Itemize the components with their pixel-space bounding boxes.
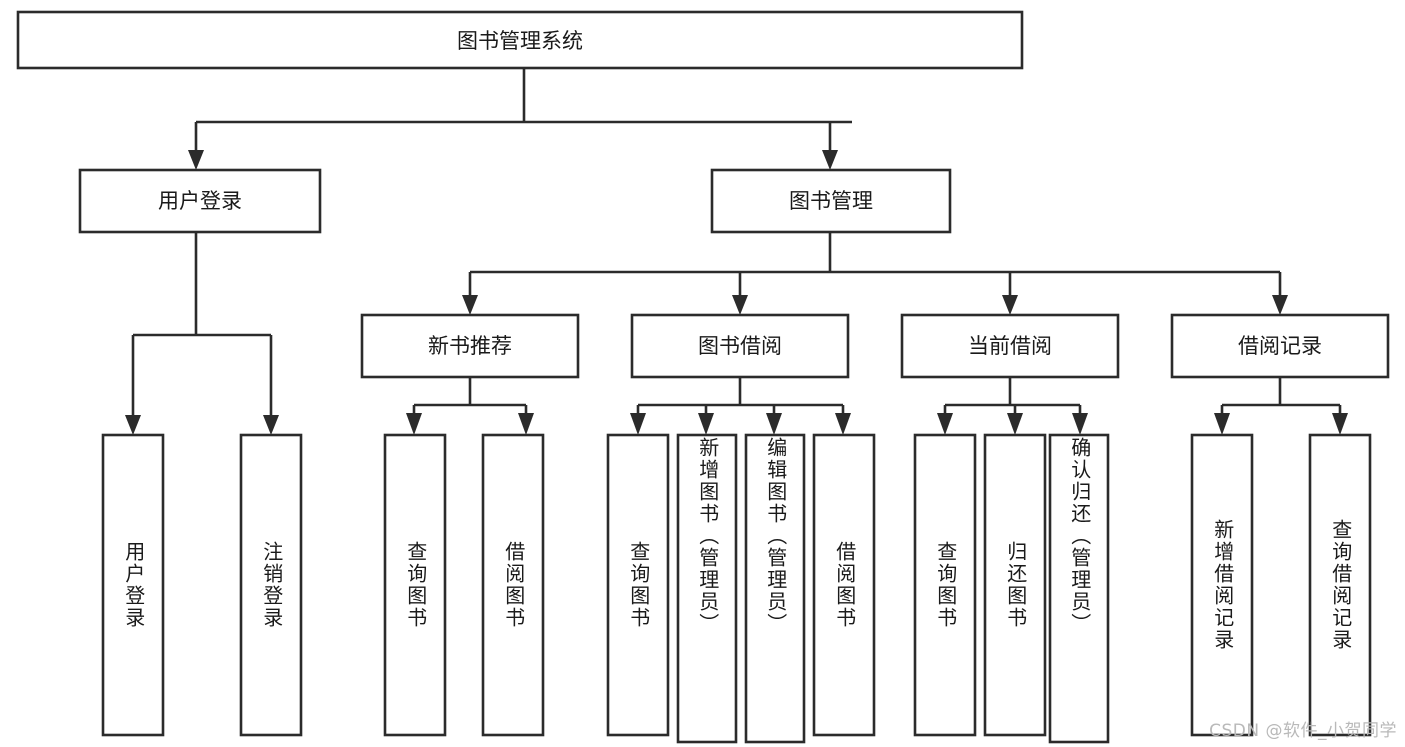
arrow-head-borrow-record-leaf-1 — [1214, 413, 1230, 435]
node-label-borrow-record: 借阅记录 — [1238, 334, 1322, 358]
connector-group-root — [188, 68, 852, 170]
node-label-book-management: 图书管理 — [789, 189, 873, 213]
arrow-head-new-book-leaf-2 — [518, 413, 534, 435]
arrow-head-book-borrow-leaf-1 — [630, 413, 646, 435]
leaf-box-user-login-1[interactable] — [101, 433, 165, 737]
arrow-head-book-borrow-leaf-2 — [698, 413, 714, 435]
leaf-box-book-borrow-4[interactable] — [812, 433, 876, 737]
node-label-new-book-recommend: 新书推荐 — [428, 334, 512, 358]
arrow-head-book-borrow — [732, 295, 748, 315]
connector-group-user-login — [125, 232, 279, 435]
node-box-current-borrow[interactable] — [900, 313, 1120, 379]
arrow-head-new-book-leaf-1 — [406, 413, 422, 435]
arrow-head-user-login-leaf-1 — [125, 415, 141, 435]
arrow-head-user-login-leaf-2 — [263, 415, 279, 435]
connector-group-current-borrow — [937, 377, 1088, 435]
node-label-root: 图书管理系统 — [457, 29, 583, 53]
node-box-book-borrow[interactable] — [630, 313, 850, 379]
leaf-box-book-borrow-1[interactable] — [606, 433, 670, 737]
connector-group-new-book — [406, 377, 534, 435]
connector-group-book-borrow — [630, 377, 851, 435]
leaf-box-user-login-2[interactable] — [239, 433, 303, 737]
arrow-head-current-borrow-leaf-3 — [1072, 413, 1088, 435]
node-label-book-borrow: 图书借阅 — [698, 334, 782, 358]
leaf-box-new-book-1[interactable] — [383, 433, 447, 737]
leaf-box-current-borrow-3[interactable] — [1048, 433, 1110, 744]
connector-group-book-mgmt — [462, 232, 1288, 315]
arrow-head-borrow-record — [1272, 295, 1288, 315]
arrow-head-borrow-record-leaf-2 — [1332, 413, 1348, 435]
leaf-box-book-borrow-3[interactable] — [744, 433, 806, 744]
arrow-head-new-book — [462, 295, 478, 315]
arrow-head-book-borrow-leaf-4 — [835, 413, 851, 435]
arrow-head-current-borrow-leaf-1 — [937, 413, 953, 435]
node-box-new-book-recommend[interactable] — [360, 313, 580, 379]
leaf-box-current-borrow-2[interactable] — [983, 433, 1047, 737]
leaf-box-book-borrow-2[interactable] — [676, 433, 738, 744]
connector-group-borrow-record — [1214, 377, 1348, 435]
arrow-head-user-login — [188, 150, 204, 170]
node-label-current-borrow: 当前借阅 — [968, 334, 1052, 358]
arrow-head-current-borrow-leaf-2 — [1007, 413, 1023, 435]
leaf-box-borrow-record-2[interactable] — [1308, 433, 1372, 737]
arrow-head-current-borrow — [1002, 295, 1018, 315]
node-box-borrow-record[interactable] — [1170, 313, 1390, 379]
node-box-root[interactable] — [16, 10, 1024, 70]
node-label-user-login: 用户登录 — [158, 189, 242, 213]
csdn-watermark: CSDN @软件_小贺同学 — [1209, 721, 1397, 741]
node-box-book-management[interactable] — [710, 168, 952, 234]
leaf-box-new-book-2[interactable] — [481, 433, 545, 737]
leaf-box-current-borrow-1[interactable] — [913, 433, 977, 737]
arrow-head-book-borrow-leaf-3 — [766, 413, 782, 435]
node-box-user-login[interactable] — [78, 168, 322, 234]
arrow-head-book-mgmt — [822, 150, 838, 170]
leaf-box-borrow-record-1[interactable] — [1190, 433, 1254, 737]
